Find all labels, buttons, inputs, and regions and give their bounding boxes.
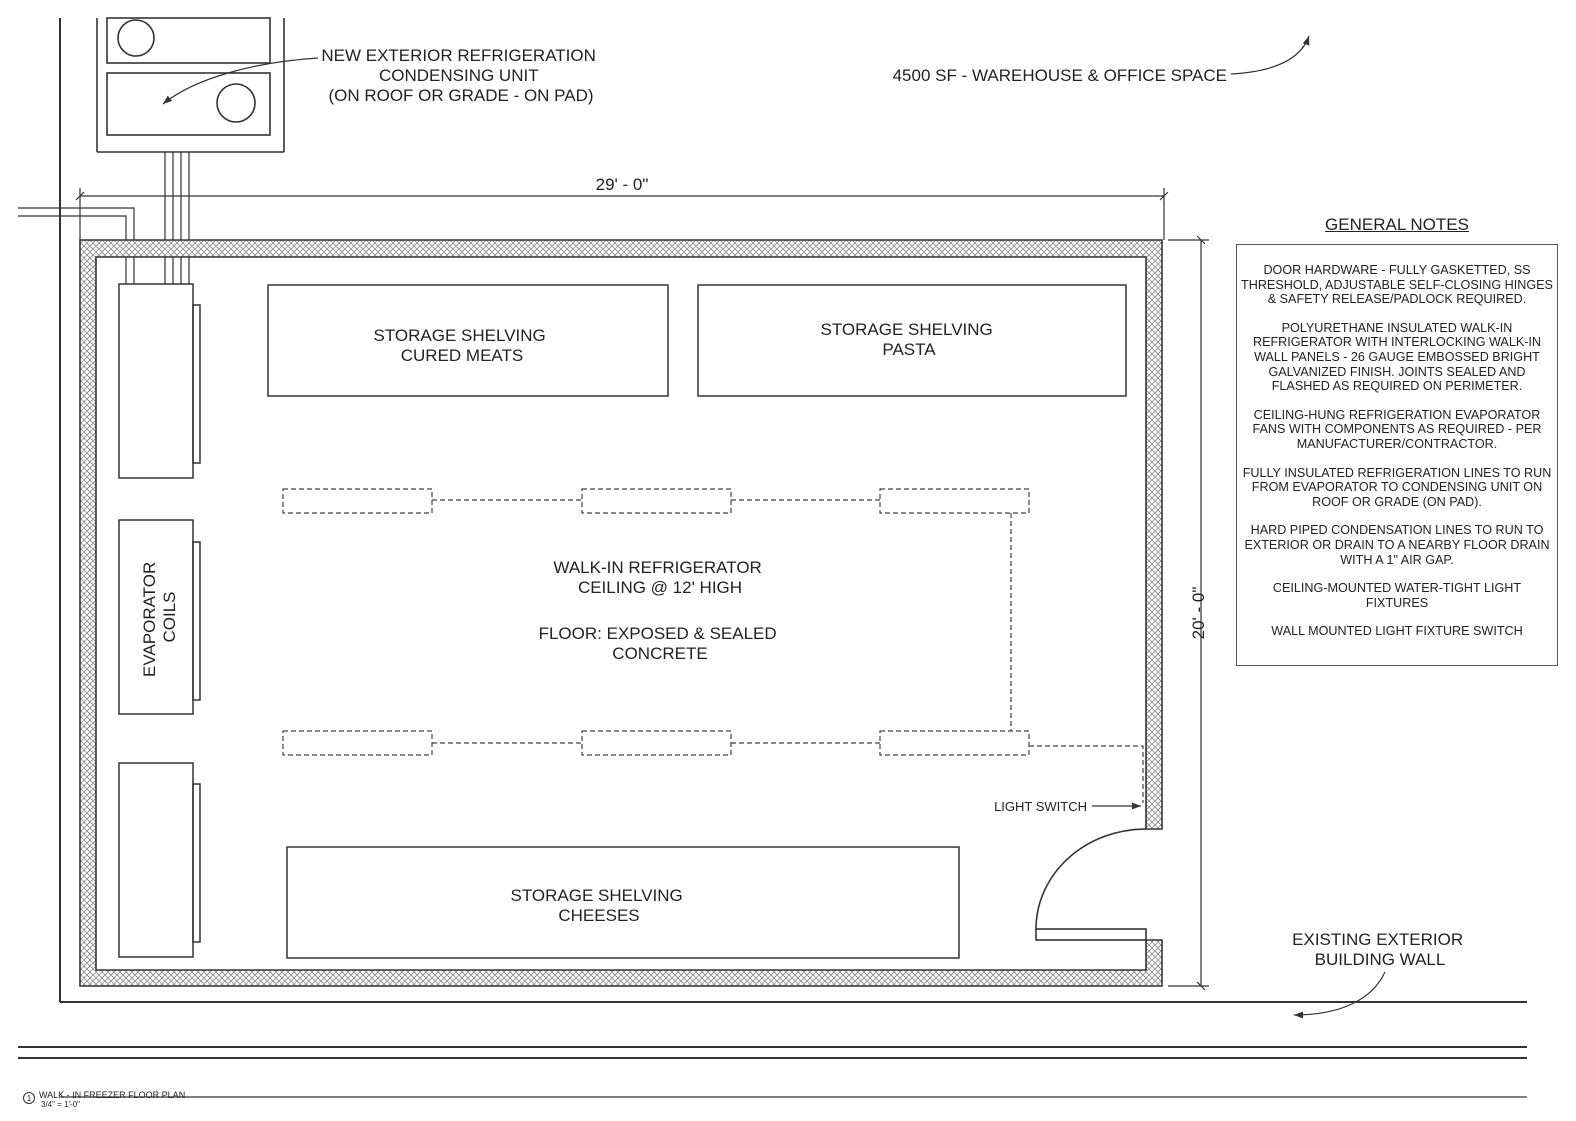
drawing-title: WALK - IN FREEZER FLOOR PLAN [39,1090,185,1100]
condenser-fan-circle [216,83,256,123]
shelf-cheeses-label: STORAGE SHELVING CHEESES [511,886,688,925]
condenser-fan-circle [117,19,155,57]
light-fixture [581,730,732,756]
evaporator-unit [118,283,194,479]
existing-building-lines [18,18,1527,1098]
condensing-unit-leader [162,57,319,105]
shelf-cured-meats [267,284,669,397]
drawing-title-block: 1 WALK - IN FREEZER FLOOR PLAN 3/4" = 1'… [23,1090,185,1109]
general-note: DOOR HARDWARE - FULLY GASKETTED, SS THRE… [1241,263,1553,307]
leader-arrows [162,35,1386,1019]
condensing-unit [96,17,285,153]
light-fixture [879,488,1030,514]
light-fixture [282,488,433,514]
shelf-pasta-label: STORAGE SHELVING PASTA [821,320,998,359]
shelf-cured-meats-label: STORAGE SHELVING CURED MEATS [374,326,551,365]
drawing-number-circle [23,1092,35,1104]
light-fixture [581,488,732,514]
ceiling-light-fixtures [282,488,1144,803]
room-label: WALK-IN REFRIGERATOR CEILING @ 12' HIGH [553,558,766,597]
evaporator-coils-label: EVAPORATOR COILS [140,557,179,677]
shelving [267,284,1127,959]
refrigeration-lines [18,152,190,284]
general-note: FULLY INSULATED REFRIGERATION LINES TO R… [1242,465,1552,509]
drawing-number: 1 [27,1094,32,1103]
entry-door [1035,828,1147,941]
drawing-scale: 3/4" = 1'-0" [41,1100,80,1109]
light-fixture [282,730,433,756]
general-note: CEILING-MOUNTED WATER-TIGHT LIGHT FIXTUR… [1272,581,1522,610]
dimension-height: 20' - 0" [1189,587,1208,640]
exterior-wall-label: EXISTING EXTERIOR BUILDING WALL [1292,930,1468,969]
shelf-pasta [697,284,1127,397]
drawing-labels: NEW EXTERIOR REFRIGERATION CONDENSING UN… [23,46,1468,1109]
warehouse-label: 4500 SF - WAREHOUSE & OFFICE SPACE [893,66,1227,85]
dimension-width: 29' - 0" [596,175,649,194]
evaporator-unit [118,762,194,958]
floor-label: FLOOR: EXPOSED & SEALED CONCRETE [539,624,782,663]
shelf-cheeses [286,846,960,959]
evaporator-units [118,283,201,958]
general-note: CEILING-HUNG REFRIGERATION EVAPORATOR FA… [1252,407,1542,451]
light-fixture [879,730,1030,756]
walk-in-wall-panels [79,239,1163,987]
general-notes-box: DOOR HARDWARE - FULLY GASKETTED, SS THRE… [1236,244,1558,666]
general-note: HARD PIPED CONDENSATION LINES TO RUN TO … [1244,523,1550,567]
condensing-unit-label: NEW EXTERIOR REFRIGERATION CONDENSING UN… [321,46,600,105]
exterior-wall-leader [1293,971,1386,1019]
dimension-lines [75,188,1209,991]
general-note: POLYURETHANE INSULATED WALK-IN REFRIGERA… [1252,320,1542,394]
general-note: WALL MOUNTED LIGHT FIXTURE SWITCH [1271,624,1523,639]
general-notes-heading: GENERAL NOTES [1325,215,1469,234]
warehouse-leader [1230,35,1310,75]
light-switch-label: LIGHT SWITCH [994,799,1087,814]
